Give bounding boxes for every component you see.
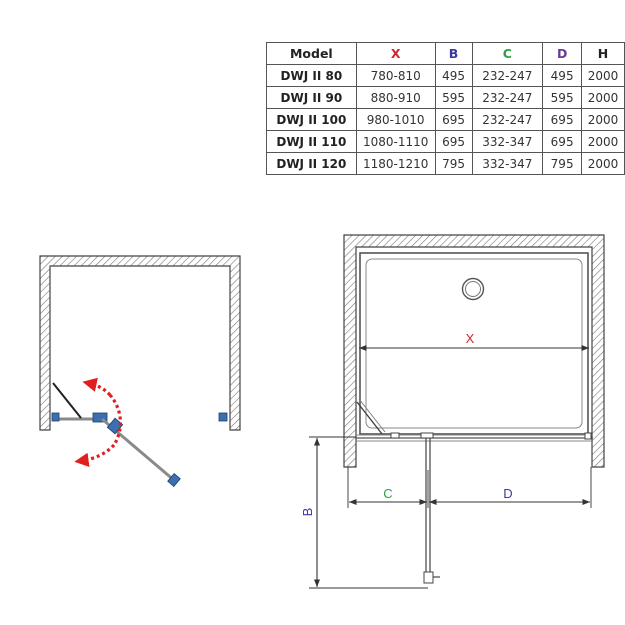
dimension-b-label: B: [300, 508, 315, 517]
drain-icon-inner: [465, 281, 481, 297]
cell-x: 880-910: [355, 86, 436, 109]
wall-hatched: [343, 234, 605, 468]
panel-return: [52, 382, 82, 419]
hinge: [390, 432, 400, 439]
cell-b: 695: [434, 130, 473, 153]
wall-hatched: [39, 255, 241, 431]
spec-table: Model X B C D H DWJ II 80 780-810 495 23…: [266, 42, 625, 175]
swing-arrow-icon: [74, 443, 116, 467]
dimension-x-label: X: [466, 331, 475, 346]
panel-return: [356, 401, 383, 435]
dimension-c-label: C: [383, 486, 392, 501]
hinge: [92, 412, 108, 423]
table-header-row: Model X B C D H: [266, 42, 625, 65]
plan-diagram: X B C D: [300, 234, 605, 589]
cell-c: 332-347: [471, 152, 544, 175]
table-row: DWJ II 120 1180-1210 795 332-347 795 200…: [266, 152, 625, 175]
cell-h: 2000: [581, 152, 625, 175]
swing-diagram: [39, 255, 241, 487]
cell-h: 2000: [581, 86, 625, 109]
cell-model: DWJ II 100: [266, 108, 357, 131]
table-row: DWJ II 100 980-1010 695 232-247 695 2000: [266, 108, 625, 131]
cell-h: 2000: [581, 130, 625, 153]
door-end: [167, 473, 181, 487]
swing-arrow-icon: [108, 393, 122, 446]
cell-d: 595: [542, 86, 583, 109]
wall-profile: [51, 412, 60, 422]
swing-arrow-icon: [82, 377, 112, 397]
hinge: [584, 432, 592, 440]
cell-c: 332-347: [471, 130, 544, 153]
cell-model: DWJ II 90: [266, 86, 357, 109]
table-row: DWJ II 90 880-910 595 232-247 595 2000: [266, 86, 625, 109]
table-row: DWJ II 80 780-810 495 232-247 495 2000: [266, 64, 625, 87]
cell-x: 1180-1210: [355, 152, 436, 175]
cell-b: 495: [434, 64, 473, 87]
table-row: DWJ II 110 1080-1110 695 332-347 695 200…: [266, 130, 625, 153]
panel-return-outer: [358, 398, 386, 433]
cell-h: 2000: [581, 64, 625, 87]
wall-profile: [218, 412, 228, 422]
drain-icon: [461, 277, 485, 301]
shower-tray: [359, 252, 589, 435]
cell-c: 232-247: [471, 64, 544, 87]
cell-b: 795: [434, 152, 473, 175]
door-handle: [423, 571, 434, 584]
cell-d: 695: [542, 108, 583, 131]
shower-tray-inner: [365, 258, 583, 429]
dimension-d-label: D: [503, 486, 512, 501]
hinge: [420, 432, 434, 439]
